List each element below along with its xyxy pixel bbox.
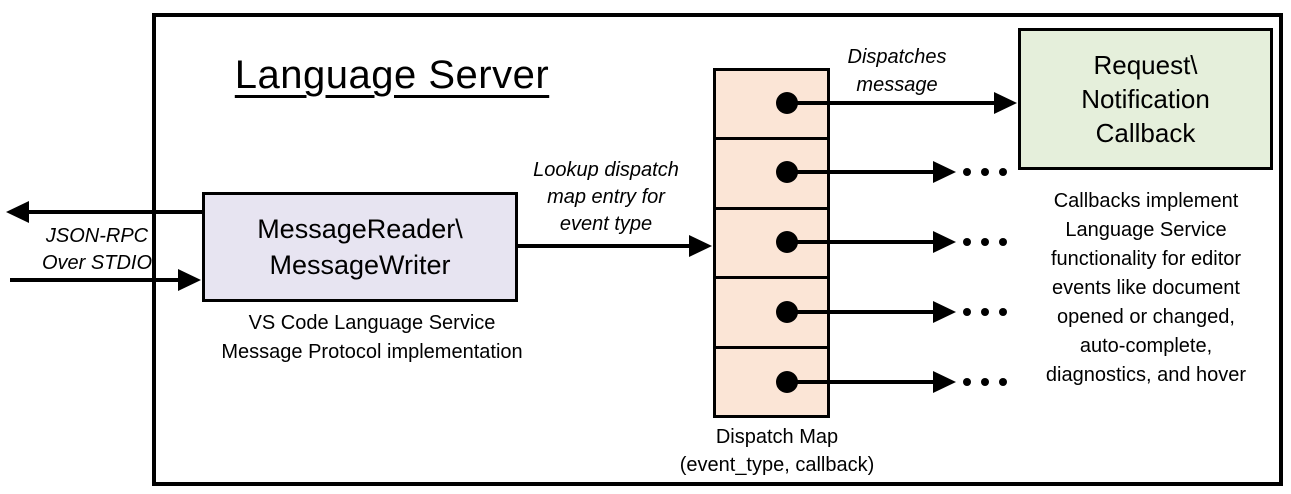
dispatch-cell: [716, 206, 827, 276]
arrow-stdio-out-head-icon: [6, 201, 29, 223]
lookup-label-line2: map entry for: [547, 186, 665, 208]
arrow-dispatch-5-head-icon: [933, 371, 956, 393]
lookup-label: Lookup dispatch map entry for event type: [533, 157, 679, 238]
ellipsis-icon: [963, 168, 1007, 176]
reader-caption: VS Code Language Service Message Protoco…: [221, 309, 522, 367]
dispatch-entry-dot: [776, 161, 798, 183]
callbacks-note-line: diagnostics, and hover: [1045, 364, 1247, 386]
arrow-dispatch-2-line: [786, 170, 933, 174]
arrow-lookup-line: [518, 244, 691, 248]
dispatch-entry-dot: [776, 371, 798, 393]
diagram-title: Language Server: [234, 53, 550, 97]
callbacks-note-line: opened or changed,: [1057, 306, 1235, 328]
dispatches-label-line1: Dispatches: [847, 46, 947, 68]
callbacks-note-line: functionality for editor: [1050, 248, 1242, 270]
arrow-dispatch-4-line: [786, 310, 933, 314]
dispatches-label-line2: message: [856, 74, 938, 96]
arrow-dispatch-4-head-icon: [933, 301, 956, 323]
ellipsis-icon: [963, 238, 1007, 246]
arrow-dispatch-3-head-icon: [933, 231, 956, 253]
json-rpc-label-line2: Over STDIO: [41, 252, 153, 274]
dispatch-cell: [716, 276, 827, 345]
json-rpc-label-line1: JSON-RPC: [45, 225, 149, 247]
request-notification-callback-box: Request\ Notification Callback: [1018, 28, 1273, 170]
arrow-dispatch-3-line: [786, 240, 933, 244]
arrow-stdio-out-line: [28, 210, 203, 214]
reader-box-line2: MessageWriter: [269, 250, 451, 280]
message-reader-writer-box: MessageReader\ MessageWriter: [202, 192, 518, 302]
dispatch-map-label-line2: (event_type, callback): [679, 454, 875, 476]
dispatch-entry-dot: [776, 301, 798, 323]
callbacks-note-line: Language Service: [1065, 219, 1227, 241]
callback-box-line3: Callback: [1095, 118, 1196, 148]
arrow-dispatch-5-line: [786, 380, 933, 384]
reader-caption-line2: Message Protocol implementation: [221, 341, 523, 363]
arrow-lookup-head-icon: [689, 235, 712, 257]
arrow-dispatch-1-line: [786, 101, 996, 105]
dispatches-label: Dispatches message: [848, 43, 947, 99]
dispatch-map-label: Dispatch Map (event_type, callback): [680, 423, 875, 479]
dispatch-entry-dot: [776, 231, 798, 253]
callbacks-note-line: events like document: [1052, 277, 1240, 299]
arrow-dispatch-1-head-icon: [994, 92, 1017, 114]
arrow-stdio-in-head-icon: [178, 269, 201, 291]
callbacks-note: Callbacks implement Language Service fun…: [1046, 187, 1246, 390]
lookup-label-line3: event type: [559, 213, 653, 235]
callbacks-note-line: Callbacks implement: [1053, 190, 1239, 212]
dispatch-map-label-line1: Dispatch Map: [715, 426, 839, 448]
callback-box-line1: Request\: [1093, 50, 1198, 80]
callback-box-line2: Notification: [1081, 84, 1210, 114]
reader-box-line1: MessageReader\: [257, 214, 463, 244]
lookup-label-line1: Lookup dispatch: [533, 159, 679, 181]
json-rpc-label: JSON-RPC Over STDIO: [42, 223, 152, 277]
arrow-dispatch-2-head-icon: [933, 161, 956, 183]
callbacks-note-line: auto-complete,: [1079, 335, 1213, 357]
reader-caption-line1: VS Code Language Service: [248, 312, 496, 334]
dispatch-cell: [716, 137, 827, 206]
dispatch-entry-dot: [776, 92, 798, 114]
ellipsis-icon: [963, 308, 1007, 316]
ellipsis-icon: [963, 378, 1007, 386]
dispatch-cell: [716, 345, 827, 415]
arrow-stdio-in-line: [10, 278, 178, 282]
